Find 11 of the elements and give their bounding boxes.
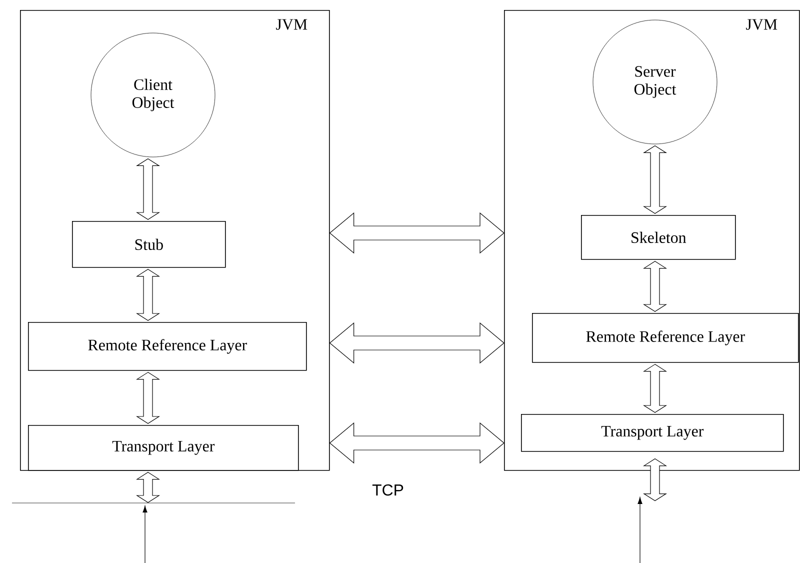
- layer-box: Transport Layer: [521, 414, 784, 452]
- double-arrow: [136, 158, 160, 220]
- layer-box: Remote Reference Layer: [28, 322, 307, 371]
- double-arrow: [642, 145, 668, 214]
- layer-box: Skeleton: [581, 215, 736, 260]
- arrow: [142, 506, 148, 563]
- network-line: [12, 502, 295, 504]
- layer-box: Stub: [72, 221, 226, 268]
- network-label: TCP: [372, 484, 404, 496]
- layer-box: Remote Reference Layer: [532, 313, 799, 363]
- layer-box: Transport Layer: [28, 425, 299, 471]
